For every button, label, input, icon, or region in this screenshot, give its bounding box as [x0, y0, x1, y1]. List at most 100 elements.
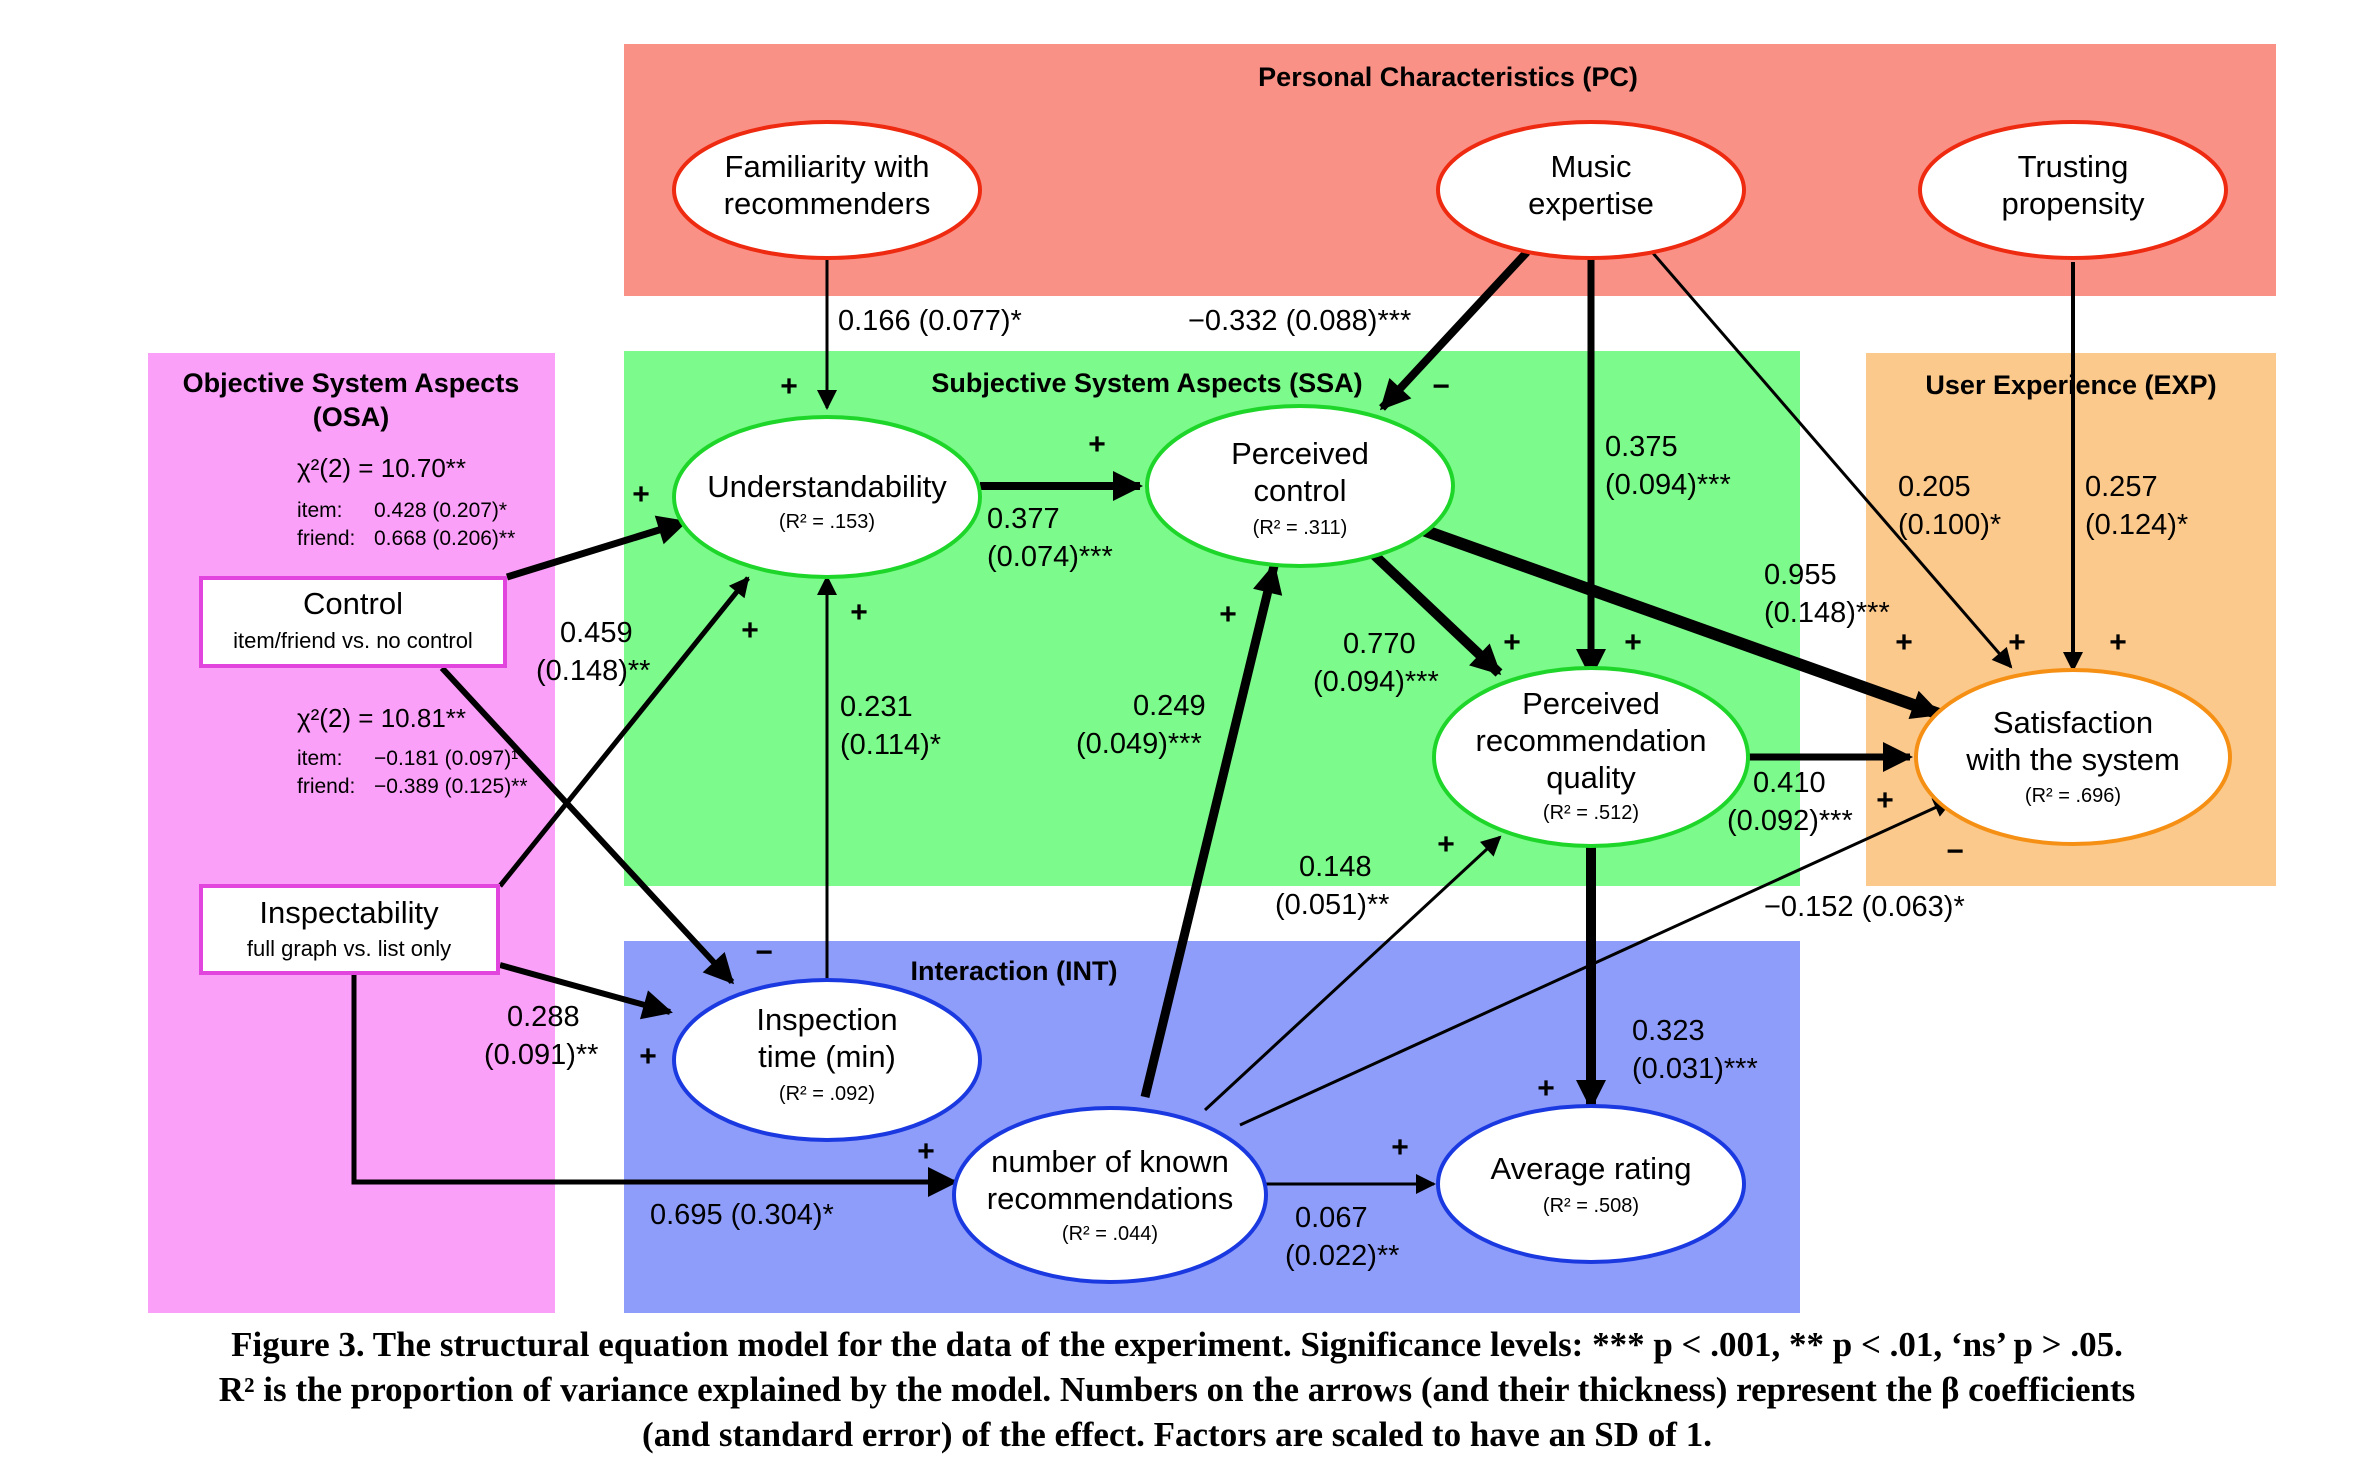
sign-plus: +	[1088, 428, 1106, 461]
caption-line-1: Figure 3. The structural equation model …	[231, 1325, 2123, 1364]
coef-inspection-time-understandability-se: (0.114)*	[840, 729, 941, 761]
node-familiarity-line1: Familiarity with	[725, 149, 930, 184]
sign-plus: +	[632, 478, 650, 511]
coef-known-quality-se: (0.051)**	[1275, 889, 1389, 921]
node-trusting-propensity-shape	[1918, 120, 2228, 260]
coef-trusting-satisfaction-beta: 0.257	[2085, 471, 2158, 503]
coef-known-average-rating-beta: 0.067	[1295, 1202, 1368, 1234]
node-inspection-time-r2: (R² = .092)	[779, 1083, 875, 1105]
sign-plus: +	[1503, 626, 1521, 659]
region-title-int: Interaction (INT)	[911, 956, 1118, 986]
node-control-sub: item/friend vs. no control	[233, 628, 473, 653]
coef-understandability-perceived-control-beta: 0.377	[987, 503, 1060, 535]
node-music-expertise: Music expertise	[1436, 120, 1746, 260]
node-satisfaction-line2: with the system	[1965, 742, 2180, 777]
node-satisfaction-r2: (R² = .696)	[2025, 785, 2121, 807]
sign-minus: −	[755, 936, 773, 969]
path-control-understandability	[505, 515, 688, 581]
node-inspection-time-shape	[672, 978, 982, 1142]
sign-minus: −	[1432, 370, 1450, 403]
coef-perceived-control-quality-beta: 0.770	[1343, 628, 1416, 660]
node-inspectability: Inspectability full graph vs. list only	[199, 884, 500, 975]
sign-plus: +	[1537, 1072, 1555, 1105]
caption-line-3: (and standard error) of the effect. Fact…	[642, 1415, 1712, 1454]
node-control: Control item/friend vs. no control	[199, 576, 507, 668]
region-title-osa-line1: Objective System Aspects	[183, 368, 520, 398]
coef-quality-satisfaction-beta: 0.410	[1753, 767, 1826, 799]
node-familiarity: Familiarity with recommenders	[672, 120, 982, 260]
node-quality-r2: (R² = .512)	[1543, 802, 1639, 824]
sign-plus: +	[2008, 626, 2026, 659]
coef-known-satisfaction: −0.152 (0.063)*	[1764, 891, 1965, 923]
sign-plus: +	[1437, 828, 1455, 861]
coef-understandability-perceived-control-se: (0.074)***	[987, 541, 1113, 573]
node-music-expertise-line2: expertise	[1528, 186, 1654, 221]
sign-plus: +	[850, 596, 868, 629]
coef-quality-average-rating-se: (0.031)***	[1632, 1053, 1758, 1085]
node-inspection-time: Inspection time (min) (R² = .092)	[672, 978, 982, 1142]
stat-control-friend-label: friend:	[297, 527, 355, 550]
coef-quality-satisfaction-se: (0.092)***	[1727, 805, 1853, 837]
node-inspection-time-line2: time (min)	[758, 1039, 896, 1074]
node-known-recommendations-shape	[952, 1106, 1268, 1284]
caption-line-2: R² is the proportion of variance explain…	[218, 1370, 2136, 1409]
coef-known-perceived-control-beta: 0.249	[1133, 690, 1206, 722]
node-quality-shape	[1432, 666, 1750, 848]
coef-inspection-time-understandability-beta: 0.231	[840, 691, 913, 723]
coef-music-satisfaction-se: (0.100)*	[1898, 509, 2001, 541]
stat-inspectability-friend-value: −0.389 (0.125)**	[374, 775, 528, 798]
node-known-recommendations-r2: (R² = .044)	[1062, 1223, 1158, 1245]
node-perceived-control-line1: Perceived	[1231, 436, 1369, 471]
node-average-rating-shape	[1436, 1104, 1746, 1264]
node-quality-line1: Perceived	[1522, 686, 1660, 721]
node-perceived-control-shape	[1145, 404, 1455, 568]
paths	[351, 249, 2083, 1197]
osa-stats: χ²(2) = 10.70** item: 0.428 (0.207)* fri…	[297, 453, 528, 798]
node-understandability: Understandability (R² = .153)	[672, 415, 982, 579]
sign-plus: +	[2109, 626, 2127, 659]
node-average-rating-r2: (R² = .508)	[1543, 1195, 1639, 1217]
node-quality-line3: quality	[1546, 760, 1636, 795]
path-inspectability-understandability	[498, 576, 750, 888]
node-average-rating: Average rating (R² = .508)	[1436, 1104, 1746, 1264]
node-quality: Perceived recommendation quality (R² = .…	[1432, 666, 1750, 848]
node-inspectability-sub: full graph vs. list only	[247, 936, 451, 961]
coef-inspectability-known-recommendations: 0.695 (0.304)*	[650, 1199, 834, 1231]
coef-music-quality-beta: 0.375	[1605, 431, 1678, 463]
node-trusting-propensity: Trusting propensity	[1918, 120, 2228, 260]
coef-perceived-control-satisfaction-se: (0.148)***	[1764, 597, 1890, 629]
path-perceived-control-quality	[1366, 547, 1503, 677]
node-inspectability-shape	[199, 884, 500, 975]
coef-music-quality-se: (0.094)***	[1605, 469, 1731, 501]
node-music-expertise-line1: Music	[1551, 149, 1632, 184]
coefficients: 0.166 (0.077)* −0.332 (0.088)*** 0.375 (…	[484, 305, 2188, 1272]
path-known-perceived-control	[1140, 563, 1283, 1099]
node-understandability-r2: (R² = .153)	[779, 511, 875, 533]
stat-control-friend-value: 0.668 (0.206)**	[374, 527, 515, 550]
sign-plus: +	[780, 370, 798, 403]
coef-inspectability-inspection-time-se: (0.091)**	[484, 1039, 598, 1071]
sign-plus: +	[1895, 626, 1913, 659]
node-satisfaction-shape	[1914, 668, 2232, 846]
path-known-satisfaction	[1239, 798, 1954, 1127]
node-perceived-control: Perceived control (R² = .311)	[1145, 404, 1455, 568]
nodes: Familiarity with recommenders Music expe…	[199, 120, 2232, 1284]
node-satisfaction-line1: Satisfaction	[1993, 705, 2153, 740]
sign-plus: +	[1219, 598, 1237, 631]
coef-familiarity-understandability: 0.166 (0.077)*	[838, 305, 1022, 337]
stat-control-item-label: item:	[297, 499, 343, 522]
node-inspectability-title: Inspectability	[259, 895, 439, 930]
node-known-recommendations-line1: number of known	[991, 1144, 1229, 1179]
coef-known-perceived-control-se: (0.049)***	[1076, 728, 1202, 760]
coef-perceived-control-quality-se: (0.094)***	[1313, 666, 1439, 698]
figure-caption: Figure 3. The structural equation model …	[60, 1322, 2294, 1457]
node-control-shape	[199, 576, 507, 668]
node-understandability-line1: Understandability	[707, 469, 947, 504]
node-average-rating-line1: Average rating	[1490, 1151, 1691, 1186]
coef-inspectability-understandability-se: (0.148)**	[536, 655, 650, 687]
stat-inspectability-item-value: −0.181 (0.097)¹	[374, 747, 518, 770]
sign-plus: +	[1624, 626, 1642, 659]
coef-music-perceived-control: −0.332 (0.088)***	[1188, 305, 1411, 337]
node-music-expertise-shape	[1436, 120, 1746, 260]
sign-markers: + + + − + + + + + + + + + − + − + + + +	[632, 370, 2127, 1168]
